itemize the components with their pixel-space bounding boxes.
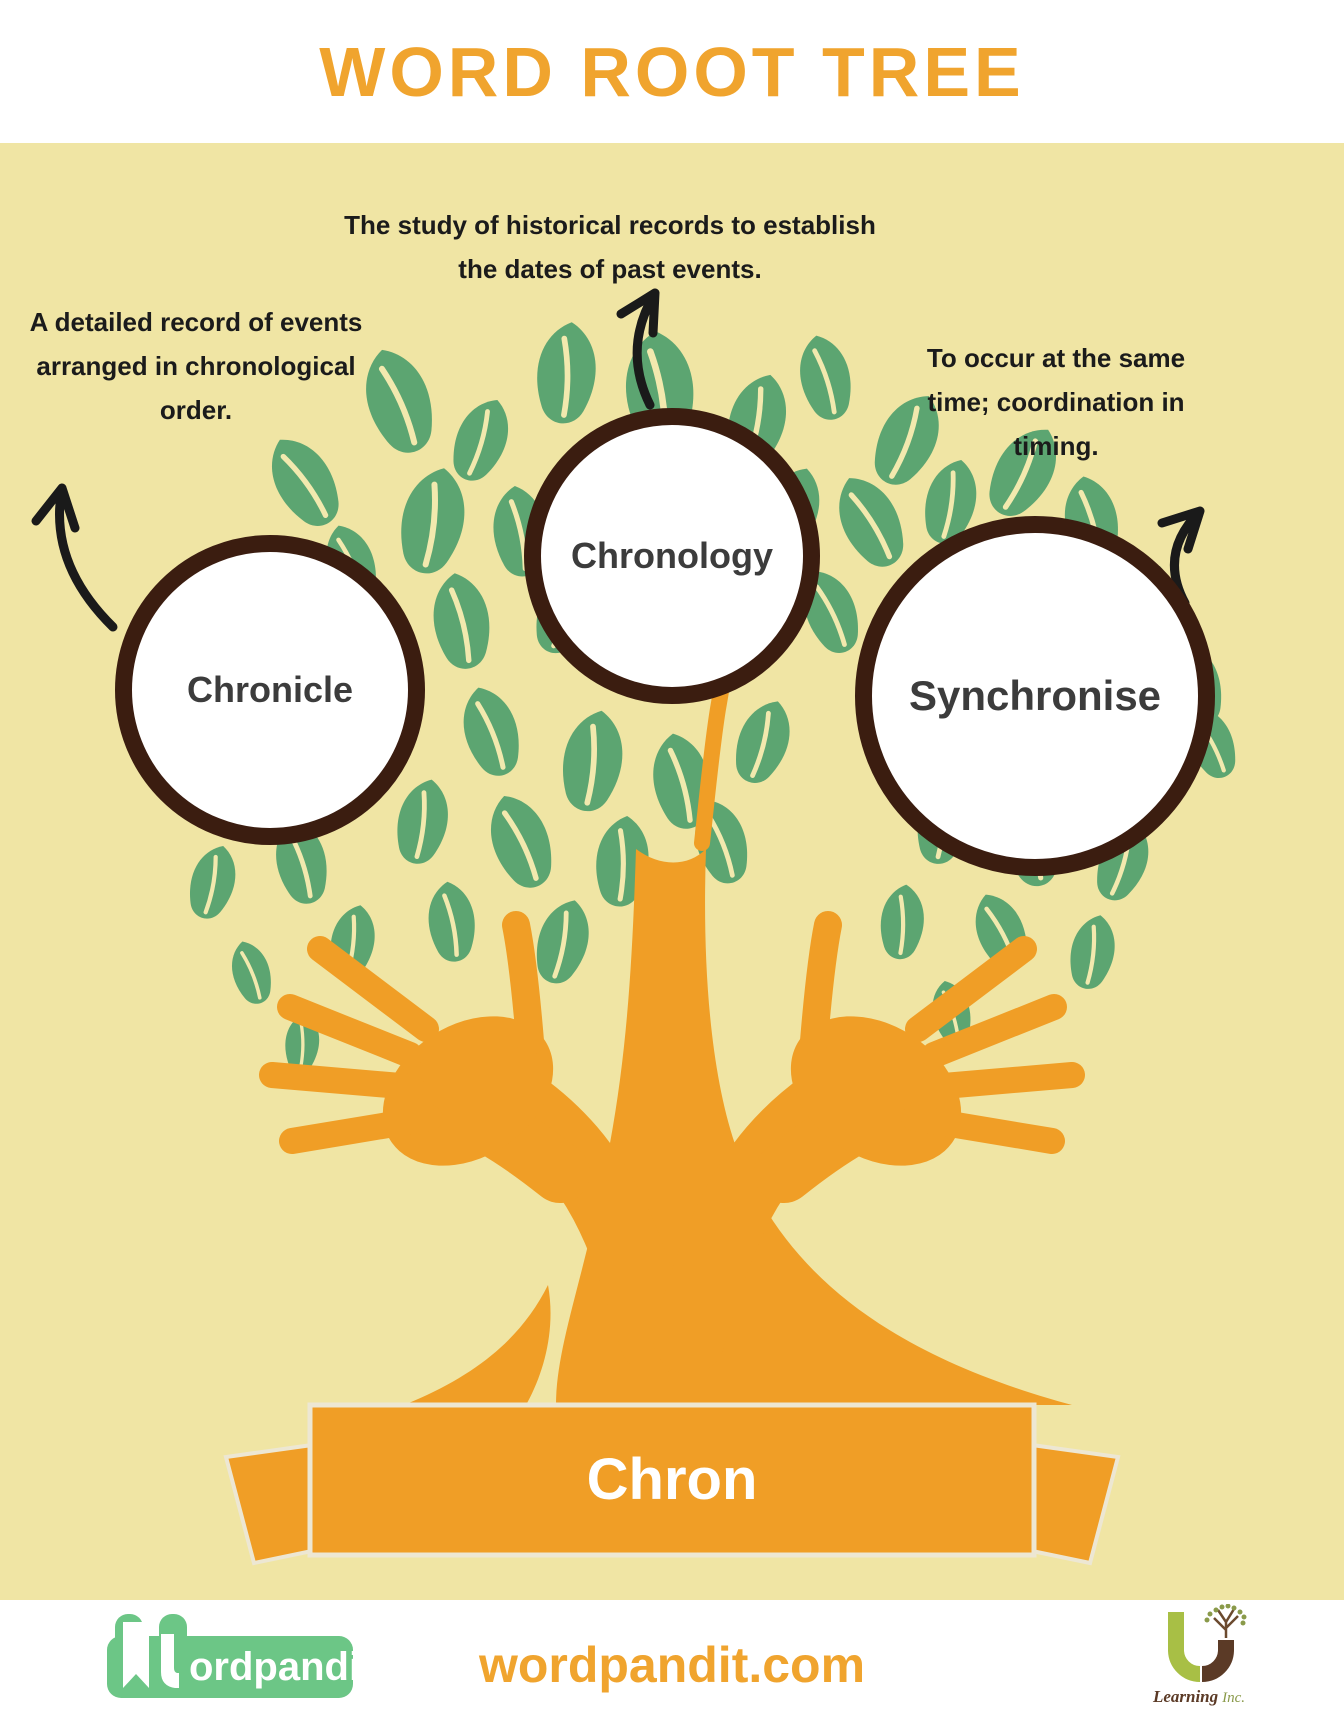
learning-inc-logo: Learning Inc. [1114, 1603, 1284, 1707]
definition-chronicle: A detailed record of events arranged in … [8, 300, 384, 433]
definition-line: To occur at the same [926, 343, 1186, 373]
bookmark-w-icon [123, 1622, 149, 1688]
definition-chronology: The study of historical records to estab… [320, 203, 900, 291]
word-node-label: Chronicle [186, 669, 354, 710]
root-word-banner-label: Chron [586, 1447, 758, 1512]
definition-line: A detailed record of events [29, 307, 363, 337]
page-title: WORD ROOT TREE [319, 32, 1025, 111]
word-node-chronicle: Chronicle [115, 535, 425, 845]
brand-logo-text: ordpandit [189, 1645, 355, 1689]
header: WORD ROOT TREE [0, 0, 1344, 143]
definition-line: the dates of past events. [458, 254, 762, 285]
footer: ordpandit wordpandit.com Learning Inc. [0, 1600, 1344, 1728]
tree-illustration [31, 288, 1344, 1566]
definition-line: order. [159, 395, 233, 426]
learning-inc-label: Learning Inc. [1114, 1687, 1284, 1707]
definition-synchronise: To occur at the same time; coordination … [880, 336, 1232, 469]
word-node-label: Synchronise [908, 672, 1162, 719]
poster-body: The study of historical records to estab… [0, 143, 1344, 1600]
definition-line: arranged in chronological [36, 351, 356, 382]
ribbon-banner-shape [223, 1402, 1121, 1566]
site-url: wordpandit.com [478, 1637, 866, 1693]
word-node-synchronise: Synchronise [855, 516, 1215, 876]
definition-line: timing. [1013, 431, 1099, 462]
inc-word: Inc. [1222, 1690, 1246, 1706]
learning-word: Learning [1152, 1687, 1219, 1706]
definition-line: time; coordination in [927, 387, 1185, 418]
wordpandit-logo: ordpandit [107, 1614, 355, 1698]
arrow-icon-chronology [616, 288, 660, 410]
word-node-chronology: Chronology [524, 408, 820, 704]
definition-line: The study of historical records to estab… [344, 210, 876, 240]
word-node-label: Chronology [571, 535, 773, 576]
u-tree-icon [1168, 1603, 1247, 1682]
arrow-icon-chronicle [31, 483, 118, 632]
